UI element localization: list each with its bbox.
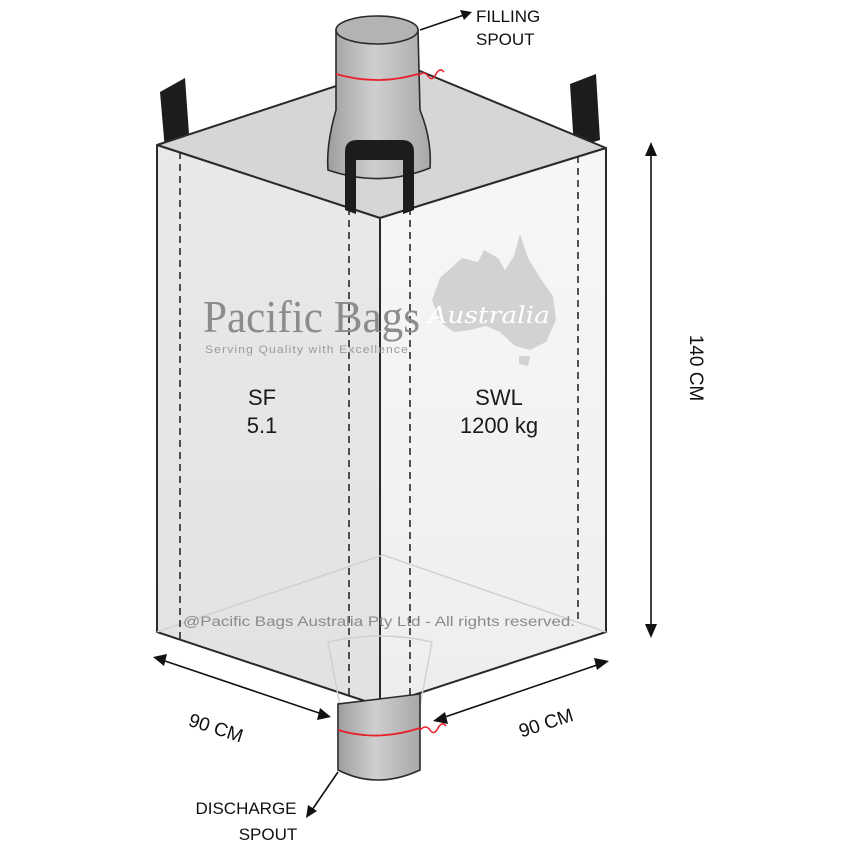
width-dimension-left	[153, 654, 331, 720]
discharge-spout-label: SPOUT	[239, 825, 298, 844]
discharge-spout-leader	[311, 771, 339, 811]
filling-spout-label: SPOUT	[476, 30, 535, 49]
watermark-script: Australia	[426, 303, 550, 329]
filling-spout-arrowhead	[460, 10, 472, 20]
discharge-spout-label: DISCHARGE	[195, 799, 296, 818]
safe-working-load-value: 1200 kg	[460, 413, 538, 438]
safety-factor-value: 5.1	[247, 413, 278, 438]
width-dimension-right-label: 90 CM	[516, 705, 576, 742]
safety-factor-label: SF	[248, 385, 276, 410]
filling-spout-label: FILLING	[476, 7, 540, 26]
watermark-tagline: Serving Quality with Excellence	[205, 344, 409, 356]
lifting-loop-back-left	[160, 78, 190, 150]
discharge-spout-arrowhead	[306, 805, 317, 818]
width-dimension-left-label: 90 CM	[186, 710, 246, 747]
bag-bottom-outline	[156, 554, 607, 633]
height-dimension	[645, 142, 657, 638]
width-dimension-right	[433, 658, 609, 724]
watermark-brand: Pacific Bags	[203, 291, 420, 342]
safe-working-load-label: SWL	[475, 385, 523, 410]
filling-spout-leader	[419, 14, 465, 31]
watermark: Pacific Bags Australia Serving Quality w…	[203, 234, 556, 366]
discharge-spout-hidden	[327, 635, 433, 707]
discharge-spout	[337, 693, 447, 781]
lifting-loop-front	[345, 140, 414, 214]
copyright-text: @Pacific Bags Australia Pty Ltd - All ri…	[183, 613, 575, 629]
height-dimension-label: 140 CM	[685, 335, 706, 402]
australia-map-icon	[432, 234, 556, 366]
lifting-loop-back-right	[570, 74, 600, 148]
